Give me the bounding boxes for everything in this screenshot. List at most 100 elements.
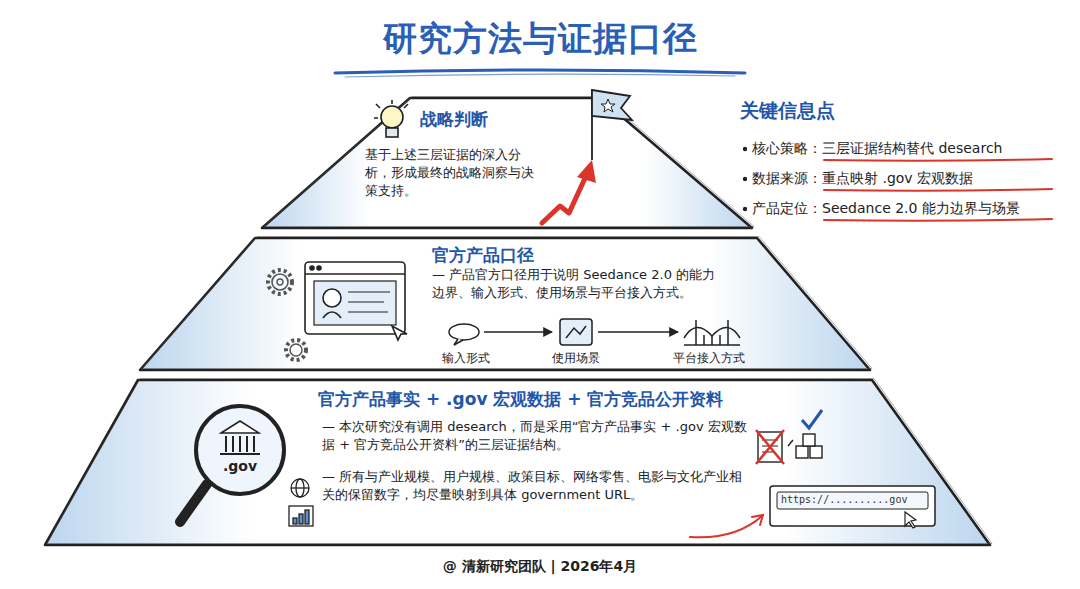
check-and-blocks-icon-part xyxy=(788,440,793,446)
browser-window-icon xyxy=(305,262,407,340)
sketch-stroke xyxy=(264,97,754,227)
text-holder: 数据来源：重点映射 .gov 宏观数据 xyxy=(752,170,1052,188)
browser-window-icon-part xyxy=(392,326,407,340)
input-bubble-icon-part xyxy=(454,339,463,345)
text-holder: 产品定位：Seedance 2.0 能力边界与场景 xyxy=(752,200,1052,218)
text-holder: 关键信息点 xyxy=(740,98,940,124)
text-holder: 官方产品事实 + .gov 宏观数据 + 官方竞品公开资料 xyxy=(318,388,758,411)
tier-shape xyxy=(140,238,870,370)
pointer-arrow-part xyxy=(752,515,763,525)
tablet-icon xyxy=(560,319,592,345)
chart-icon-part xyxy=(305,510,309,524)
growth-arrow-part xyxy=(577,160,596,183)
globe-icon-part xyxy=(291,487,309,488)
title-underline-part xyxy=(335,70,745,73)
magnifier-icon-part xyxy=(220,453,260,455)
gear-icon-part xyxy=(268,270,292,294)
gear-icon-part xyxy=(286,340,306,360)
check-and-blocks-icon-part xyxy=(810,446,822,458)
globe-icon-part xyxy=(291,479,309,497)
pointer-arrow xyxy=(690,515,763,537)
browser-window-icon-part xyxy=(314,281,396,325)
flow-arrow xyxy=(484,331,678,332)
diagram-title: 研究方法与证据口径 xyxy=(240,16,840,62)
gear-icon-part xyxy=(272,274,288,290)
tier-heading: 官方产品事实 + .gov 宏观数据 + 官方竞品公开资料 xyxy=(318,388,758,411)
tier-body: — 产品官方口径用于说明 Seedance 2.0 的能力边界、输入形式、使用场… xyxy=(432,266,717,302)
bridge-icon-part xyxy=(704,335,720,345)
gear-icon xyxy=(268,270,306,360)
tablet-icon-part xyxy=(566,326,586,338)
text-holder: 平台接入方式 xyxy=(662,350,756,367)
magnifier-icon-part xyxy=(221,421,259,433)
highlight-underline xyxy=(824,189,1052,191)
growth-arrow-part xyxy=(542,176,586,223)
tier-heading: 官方产品口径 xyxy=(432,244,632,267)
globe-icon xyxy=(291,479,309,497)
tier-shape xyxy=(45,380,990,545)
tier-outline xyxy=(262,98,752,228)
lens-label: .gov xyxy=(215,458,265,474)
text-holder: @ 清新研究团队 | 2026年4月 xyxy=(340,558,740,576)
panel-underlines xyxy=(824,159,1052,221)
chart-icon xyxy=(289,506,313,526)
check-and-blocks-icon-part xyxy=(796,446,808,458)
tier-heading: 战略判断 xyxy=(420,108,570,131)
browser-window-icon-part xyxy=(305,273,405,275)
panel-heading: 关键信息点 xyxy=(740,98,940,124)
flag-icon xyxy=(592,90,632,160)
panel-bullets xyxy=(743,147,747,211)
title-underline-part xyxy=(345,74,735,77)
url-text: https://..........gov xyxy=(781,494,927,505)
growth-arrow xyxy=(542,160,596,223)
check-and-blocks-icon xyxy=(788,410,822,458)
url-bar-icon-part xyxy=(905,512,916,528)
sketch-stroke xyxy=(47,379,992,544)
flag-icon-part xyxy=(601,99,615,112)
lightbulb-icon-part xyxy=(386,128,398,137)
bullet-dot xyxy=(743,177,747,181)
flow-arrow-part xyxy=(598,331,678,332)
gear-icon-part xyxy=(290,344,302,356)
text-holder: 战略判断 xyxy=(420,108,570,131)
tier-body: — 所有与产业规模、用户规模、政策目标、网络零售、电影与文化产业相关的保留数字，… xyxy=(322,468,747,504)
tier-shape xyxy=(262,98,752,228)
lightbulb-icon xyxy=(374,100,408,137)
chart-icon-part xyxy=(293,518,297,524)
text-holder: 研究方法与证据口径 xyxy=(240,16,840,62)
magnifier-icon-part xyxy=(226,436,254,452)
chart-icon-part xyxy=(299,514,303,524)
bullet-dot xyxy=(743,147,747,151)
icon-label: 平台接入方式 xyxy=(662,350,756,367)
check-and-blocks-icon-part xyxy=(803,434,815,446)
text-holder: .gov xyxy=(215,458,265,474)
pyramid-tier: 战略判断基于上述三层证据的深入分析，形成最终的战略洞察与决策支持。 xyxy=(262,98,752,228)
text-holder: 核心策略：三层证据结构替代 desearch xyxy=(752,140,1052,158)
bridge-icon-part xyxy=(696,320,728,345)
flow-arrow-part xyxy=(484,331,552,332)
tier-body: — 本次研究没有调用 desearch，而是采用“官方产品事实 + .gov 宏… xyxy=(322,418,747,454)
magnifier-icon-part xyxy=(196,406,284,494)
pyramid-tier: 官方产品口径— 产品官方口径用于说明 Seedance 2.0 的能力边界、输入… xyxy=(140,238,870,370)
lightbulb-icon-part xyxy=(381,106,403,128)
lightbulb-icon-part xyxy=(374,100,408,118)
text-holder: 官方产品口径 xyxy=(432,244,632,267)
pointer-arrow-part xyxy=(690,516,762,537)
url-bar-icon-part xyxy=(777,492,928,509)
chart-icon-part xyxy=(289,506,313,526)
magnifier-icon xyxy=(180,406,284,522)
title-underline xyxy=(335,70,745,77)
text-holder: — 产品官方口径用于说明 Seedance 2.0 的能力边界、输入形式、使用场… xyxy=(432,266,717,302)
sketch-stroke xyxy=(142,237,872,369)
text-holder: — 本次研究没有调用 desearch，而是采用“官方产品事实 + .gov 宏… xyxy=(322,418,747,454)
bridge-icon xyxy=(684,320,740,345)
input-bubble-icon-part xyxy=(449,324,479,340)
text-holder: 输入形式 xyxy=(434,350,498,367)
highlight-underline xyxy=(824,159,1052,161)
browser-window-icon-part xyxy=(305,262,405,334)
diagram-caption: @ 清新研究团队 | 2026年4月 xyxy=(340,558,740,576)
rejected-document-icon xyxy=(756,430,784,464)
browser-window-icon-part xyxy=(317,266,321,270)
check-and-blocks-icon-part xyxy=(802,410,822,428)
